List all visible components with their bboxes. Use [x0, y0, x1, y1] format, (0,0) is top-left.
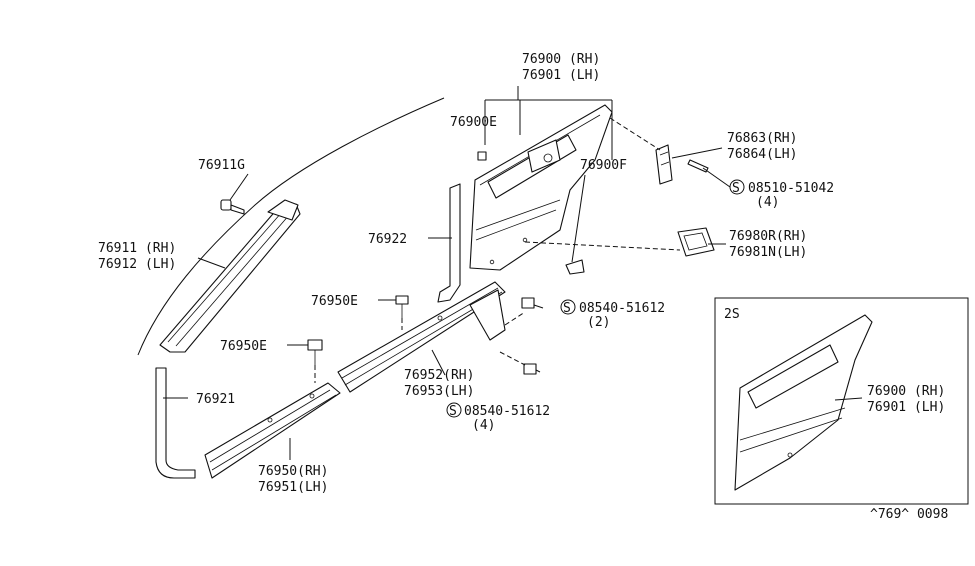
label-76911G: 76911G [198, 158, 245, 173]
diagram-code: ^769^ 0098 [870, 507, 948, 522]
label-08510: 08510-51042 [748, 181, 834, 196]
screw-symbol-08540-a: S [560, 299, 576, 316]
inset-label-76901: 76901 (LH) [867, 400, 945, 415]
part-clip-76911G [220, 199, 245, 215]
part-pocket-76980 [677, 227, 715, 257]
label-08540-a: 08540-51612 [579, 301, 665, 316]
label-76921: 76921 [196, 392, 235, 407]
label-76950E-a: 76950E [311, 294, 358, 309]
part-pillar-garnish [159, 199, 301, 353]
svg-text:S: S [732, 181, 740, 196]
svg-text:S: S [449, 404, 457, 419]
label-76863: 76863(RH) [727, 131, 797, 146]
label-76950E-b: 76950E [220, 339, 267, 354]
part-bracket-76863 [655, 144, 673, 185]
label-08540-b: 08540-51612 [464, 404, 550, 419]
part-fastener-76900F [565, 259, 585, 275]
label-76900E: 76900E [450, 115, 497, 130]
part-kicking-plate-76950 [204, 382, 341, 479]
label-76951: 76951(LH) [258, 480, 328, 495]
screw-08510 [687, 159, 709, 173]
label-08540-b-qty: (4) [472, 418, 495, 433]
screw-symbol-08540-b: S [446, 402, 462, 419]
label-76900: 76900 (RH) [522, 52, 600, 67]
screw-08540-a [521, 297, 535, 309]
part-clip-76900E [477, 151, 487, 161]
part-clip-76950E-a [395, 295, 409, 318]
part-kicking-plate-76952 [337, 281, 506, 393]
body-outline [137, 97, 445, 356]
part-clip-76950E-b [307, 339, 323, 365]
inset-label-76900: 76900 (RH) [867, 384, 945, 399]
label-76981: 76981N(LH) [729, 245, 807, 260]
screw-symbol-08510: S [729, 179, 745, 196]
label-76980: 76980R(RH) [729, 229, 807, 244]
label-76864: 76864(LH) [727, 147, 797, 162]
part-weatherstrip-76921 [155, 367, 196, 479]
part-weatherstrip-76922 [437, 183, 461, 303]
label-76953: 76953(LH) [404, 384, 474, 399]
label-76952: 76952(RH) [404, 368, 474, 383]
inset-title: 2S [724, 307, 740, 322]
leader-lines [163, 86, 863, 460]
label-76900F: 76900F [580, 158, 627, 173]
screw-08540-b [523, 363, 537, 375]
label-76901: 76901 (LH) [522, 68, 600, 83]
inset-box-2S [714, 297, 969, 505]
label-76911: 76911 (RH) [98, 241, 176, 256]
svg-text:S: S [563, 301, 571, 316]
part-door-trim-2S [734, 314, 873, 491]
label-08540-a-qty: (2) [587, 315, 610, 330]
label-08510-qty: (4) [756, 195, 779, 210]
label-76922: 76922 [368, 232, 407, 247]
label-76912: 76912 (LH) [98, 257, 176, 272]
label-76950: 76950(RH) [258, 464, 328, 479]
part-door-trim-main [469, 104, 613, 271]
